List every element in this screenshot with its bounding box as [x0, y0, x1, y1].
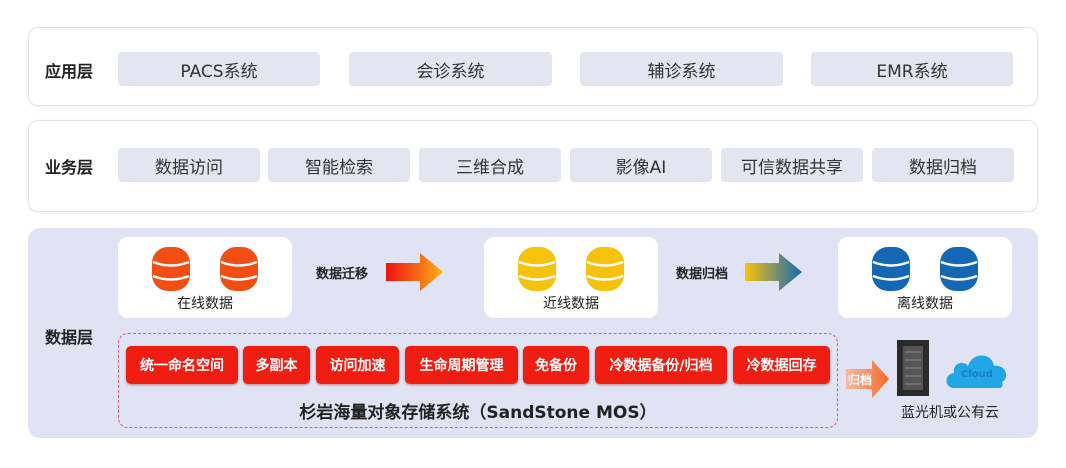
business-layer-label: 业务层 [45, 158, 94, 177]
online-data-label: 在线数据 [177, 296, 233, 312]
mos-system-box [118, 333, 838, 428]
nearline-data-box: 近线数据 [484, 237, 658, 318]
feature-chip: 免备份 [523, 346, 589, 384]
feature-chip: 多副本 [243, 346, 310, 384]
archive-label: 数据归档 [676, 267, 729, 282]
online-data-box: 在线数据 [118, 237, 292, 318]
app-item: 辅诊系统 [580, 52, 783, 86]
app-item: PACS系统 [118, 52, 320, 86]
business-item: 影像AI [570, 148, 712, 182]
offline-data-label: 离线数据 [897, 296, 953, 312]
app-item: EMR系统 [811, 52, 1013, 86]
server-icon [897, 340, 929, 396]
data-layer-label: 数据层 [45, 328, 94, 347]
feature-chip: 统一命名空间 [126, 346, 238, 384]
migrate-arrow-icon [386, 253, 443, 291]
app-item: 会诊系统 [349, 52, 552, 86]
cloud-icon [946, 355, 1007, 388]
cloud-label: Cloud [961, 369, 993, 380]
business-item: 三维合成 [419, 148, 561, 182]
feature-chip: 生命周期管理 [405, 346, 518, 384]
archive-arrow-icon [745, 253, 802, 291]
archive-small-arrow-label: 归档 [848, 373, 873, 387]
business-item: 可信数据共享 [721, 148, 863, 182]
database-icon [940, 247, 978, 291]
business-item: 智能检索 [268, 148, 410, 182]
feature-chip: 访问加速 [316, 346, 399, 384]
feature-chip: 冷数据备份/归档 [595, 346, 727, 384]
database-icon [152, 247, 190, 291]
mos-system-title: 杉岩海量对象存储系统（SandStone MOS） [299, 403, 657, 423]
offline-data-box: 离线数据 [838, 237, 1012, 318]
feature-chip: 冷数据回存 [733, 346, 830, 384]
app-layer-label: 应用层 [45, 62, 94, 81]
database-icon [872, 247, 910, 291]
database-icon [220, 247, 258, 291]
database-icon [518, 247, 556, 291]
database-icon [586, 247, 624, 291]
business-item: 数据归档 [872, 148, 1014, 182]
business-item: 数据访问 [118, 148, 260, 182]
archive-small-arrow-icon [846, 360, 889, 398]
target-label: 蓝光机或公有云 [901, 405, 999, 421]
nearline-data-label: 近线数据 [543, 296, 599, 312]
migrate-label: 数据迁移 [316, 267, 369, 282]
